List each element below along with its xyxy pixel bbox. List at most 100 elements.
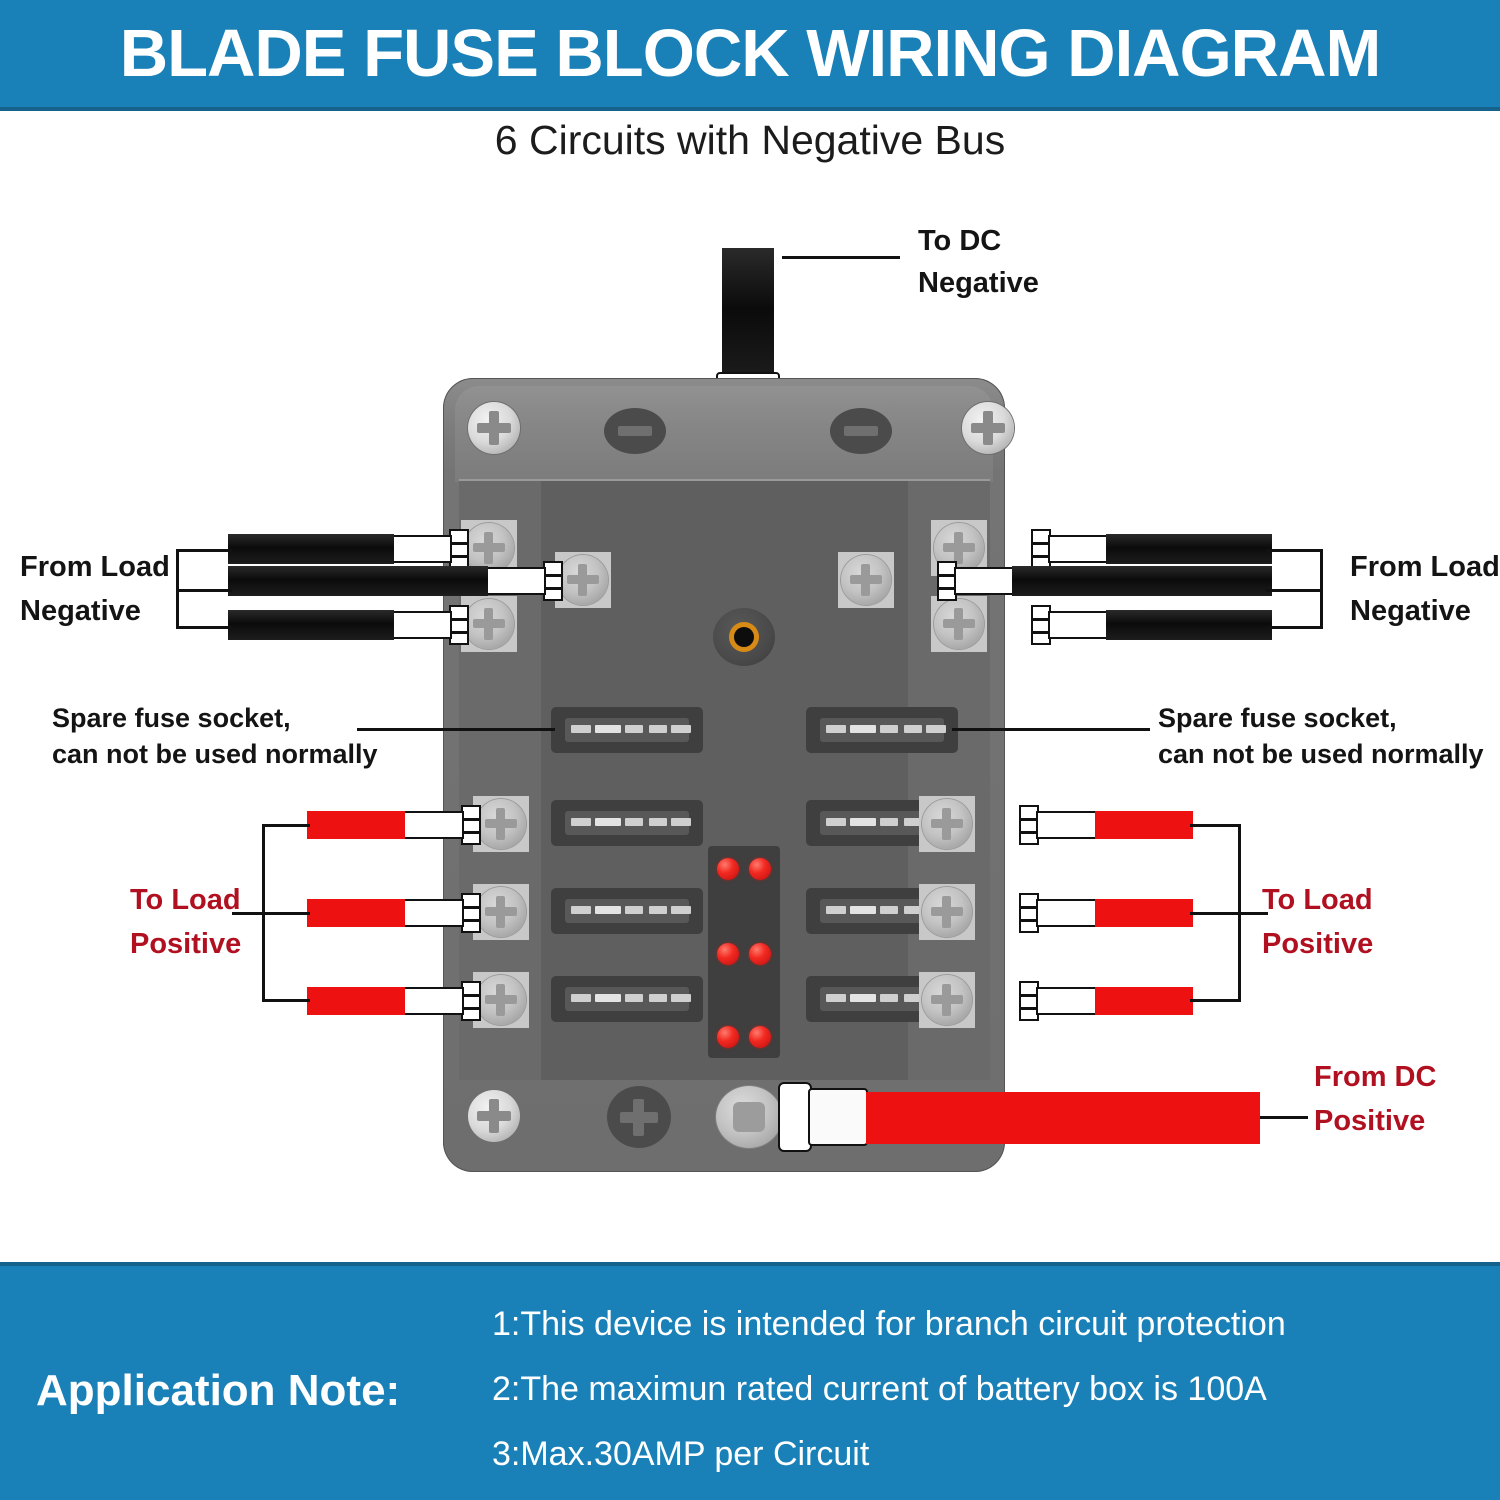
negative-terminal-screw-right-2[interactable] [934, 599, 984, 649]
fuse-slot-left-2[interactable] [551, 888, 703, 934]
spare-fuse-slot-left[interactable] [551, 707, 703, 753]
fuse-blade-mark [904, 994, 922, 1002]
fuse-blade-mark [671, 725, 691, 733]
application-note-item-3: 3:Max.30AMP per Circuit [492, 1435, 870, 1473]
negative-terminal-screw-left-3[interactable] [558, 555, 608, 605]
fuse-blade-mark [571, 725, 591, 733]
application-note-item-2: 2:The maximun rated current of battery b… [492, 1370, 1267, 1408]
negative-terminal-screw-right-3[interactable] [841, 555, 891, 605]
positive-left-bracket-mid [232, 912, 310, 915]
from-dc-positive-leader [1260, 1116, 1308, 1119]
positive-terminal-screw-left-3[interactable] [476, 975, 526, 1025]
positive-wire-bare-right-3 [1036, 987, 1098, 1015]
positive-terminal-screw-left-1[interactable] [476, 799, 526, 849]
fuse-blade-mark [826, 994, 846, 1002]
fuse-slot-left-1[interactable] [551, 800, 703, 846]
from-dc-positive-label-line1: From DC [1314, 1061, 1437, 1093]
led-indicator-5 [717, 1026, 739, 1048]
positive-terminal-screw-right-1[interactable] [922, 799, 972, 849]
phillips-slot-horizontal [485, 995, 517, 1004]
positive-terminal-screw-right-3[interactable] [922, 975, 972, 1025]
fuse-blade-mark [571, 994, 591, 1002]
phillips-slot-horizontal [485, 819, 517, 828]
fuse-blade-mark [649, 994, 667, 1002]
grommet-hole [734, 627, 754, 647]
positive-wire-left-2 [307, 899, 405, 927]
negative-terminal-screw-left-2[interactable] [464, 599, 514, 649]
fuse-blade-mark [625, 994, 643, 1002]
to-load-positive-left-label-line2: Positive [130, 928, 242, 960]
from-load-negative-left-label-line1: From Load [20, 551, 170, 583]
negative-wire-left-3 [228, 610, 394, 640]
fuse-blade-mark [850, 906, 876, 914]
fuse-blade-mark [880, 818, 898, 826]
spare-fuse-left-label-line1: Spare fuse socket, [52, 703, 291, 733]
fuse-blade-mark [671, 994, 691, 1002]
fuse-blade-mark [880, 725, 898, 733]
negative-polarity-mark-left [604, 408, 666, 454]
positive-wire-left-3 [307, 987, 405, 1015]
fuse-blade-mark [671, 818, 691, 826]
fuse-blade-mark [850, 725, 876, 733]
fuse-blade-mark [595, 994, 621, 1002]
negative-wire-bare-left-2 [484, 567, 546, 595]
from-load-negative-right-label-line2: Negative [1350, 595, 1471, 627]
page-subtitle: 6 Circuits with Negative Bus [494, 117, 1006, 163]
positive-ferrule-left-3 [461, 981, 481, 1021]
spare-fuse-right-leader [952, 728, 1150, 731]
fuse-blade-mark [904, 725, 922, 733]
body-top-highlight [455, 386, 993, 482]
fuse-blade-mark [880, 994, 898, 1002]
negative-ferrule-right-2 [937, 561, 957, 601]
minus-bar [844, 426, 878, 436]
positive-wire-bare-right-2 [1036, 899, 1098, 927]
fuse-blade-mark [850, 818, 876, 826]
mount-screw-top-right [962, 402, 1014, 454]
fuse-slot-left-3[interactable] [551, 976, 703, 1022]
positive-ferrule-left-1 [461, 805, 481, 845]
negative-wire-right-1 [1106, 534, 1272, 564]
application-note-list: 1:This device is intended for branch cir… [492, 1297, 1472, 1492]
positive-wire-bare-right-1 [1036, 811, 1098, 839]
led-indicator-4 [749, 943, 771, 965]
phillips-slot-horizontal [943, 619, 975, 628]
dc-negative-wire [722, 248, 774, 384]
fuse-blade-mark [571, 818, 591, 826]
led-indicator-3 [717, 943, 739, 965]
positive-stud-terminal[interactable] [716, 1086, 782, 1148]
mount-screw-top-left [468, 402, 520, 454]
fuse-blade-mark [625, 818, 643, 826]
negative-right-bracket-top [1266, 549, 1322, 552]
negative-wire-bare-left-3 [390, 611, 452, 639]
negative-left-bracket-bottom [176, 626, 232, 629]
negative-ferrule-left-2 [543, 561, 563, 601]
to-dc-negative-label-line1: To DC [918, 225, 1002, 257]
stud-nut [733, 1102, 765, 1132]
fuse-blade-mark [671, 906, 691, 914]
spare-fuse-left-leader [357, 728, 555, 731]
fuse-blade-mark [826, 906, 846, 914]
negative-left-bracket-mid [176, 589, 232, 592]
negative-wire-right-2 [1012, 566, 1272, 596]
fuse-blade-mark [904, 906, 922, 914]
phillips-slot-horizontal [931, 907, 963, 916]
page-title: BLADE FUSE BLOCK WIRING DIAGRAM [119, 16, 1382, 91]
positive-wire-bare-left-1 [402, 811, 464, 839]
positive-terminal-screw-right-2[interactable] [922, 887, 972, 937]
faceplate-top-edge [459, 479, 990, 481]
minus-bar [618, 426, 652, 436]
from-load-negative-left-label-line2: Negative [20, 595, 141, 627]
positive-terminal-screw-left-2[interactable] [476, 887, 526, 937]
spare-fuse-slot-right[interactable] [806, 707, 958, 753]
phillips-slot-horizontal [850, 575, 882, 584]
fuse-blade-mark [880, 906, 898, 914]
negative-terminal-screw-left-1[interactable] [464, 523, 514, 573]
led-indicator-6 [749, 1026, 771, 1048]
positive-wire-right-1 [1095, 811, 1193, 839]
phillips-slot-horizontal [567, 575, 599, 584]
led-indicator-1 [717, 858, 739, 880]
fuse-blade-mark [926, 725, 946, 733]
led-indicator-2 [749, 858, 771, 880]
plus-bar-vertical [633, 1099, 644, 1136]
fuse-blade-mark [571, 906, 591, 914]
